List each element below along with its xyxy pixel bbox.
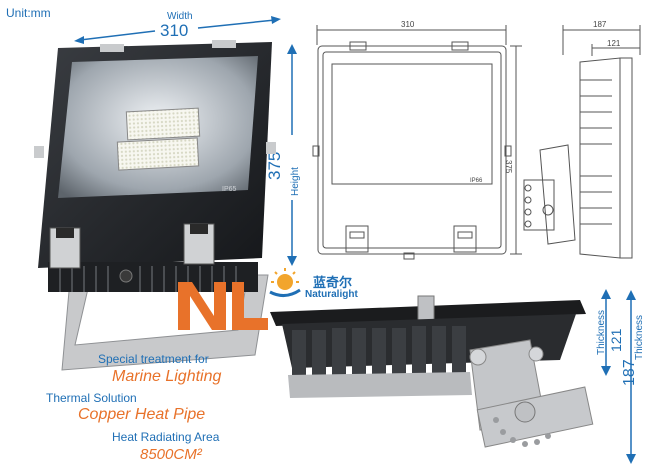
- thickness-inner-value: 121: [608, 328, 624, 352]
- unit-label: Unit:mm: [6, 6, 51, 20]
- feature-2-value: Copper Heat Pipe: [78, 406, 206, 423]
- drawing-width: 310: [401, 20, 415, 29]
- drawing-depth-body: 121: [607, 39, 621, 48]
- feature-3-caption: Heat Radiating Area: [112, 430, 220, 444]
- feature-1-value: Marine Lighting: [112, 368, 222, 385]
- feature-1-caption: Special treatment for: [98, 352, 209, 366]
- front-rating: IP65: [222, 186, 237, 193]
- thickness-label: Thickness: [634, 314, 645, 360]
- thickness-value: 187: [621, 359, 638, 386]
- width-value: 310: [160, 21, 189, 40]
- brand-chinese: 蓝奇尔: [313, 275, 353, 290]
- thickness-inner-label: Thickness: [596, 309, 607, 355]
- drawing-rating: IP66: [470, 178, 483, 184]
- drawing-depth-total: 187: [593, 20, 607, 29]
- feature-2-caption: Thermal Solution: [46, 391, 137, 405]
- brand-name: Naturalight: [305, 289, 358, 300]
- feature-3-value: 8500CM²: [140, 446, 202, 463]
- width-label: Width: [167, 11, 193, 22]
